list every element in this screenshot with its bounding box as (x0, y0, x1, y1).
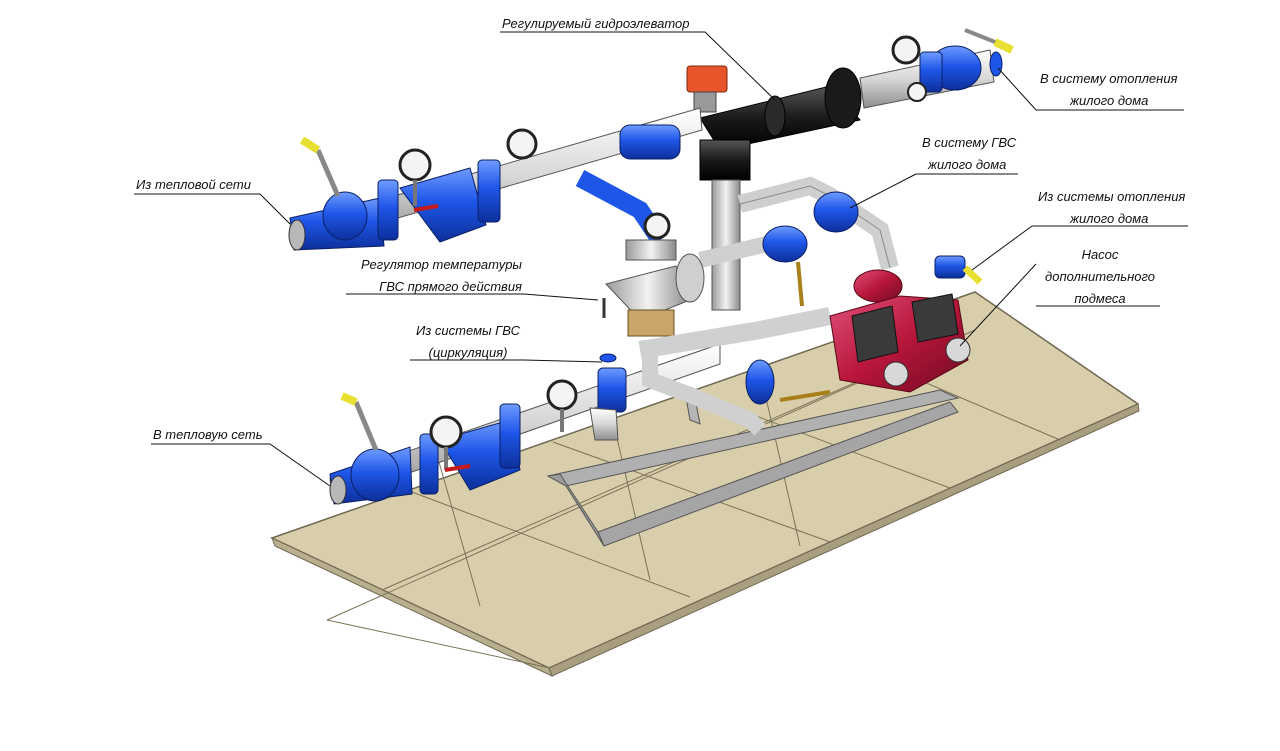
heating-outlet (859, 28, 1014, 109)
mixing-manifold (638, 307, 832, 436)
label-temp-regulator-line2: ГВС прямого действия (379, 279, 522, 294)
supply-line (288, 107, 703, 251)
label-to-dhw-line1: В систему ГВС (922, 135, 1017, 150)
label-to-dhw: В систему ГВС жилого дома (922, 132, 1016, 176)
temperature-regulator (602, 239, 705, 337)
label-pump: Насос дополнительного подмеса (1040, 244, 1160, 310)
label-from-heating: Из системы отопления жилого дома (1038, 186, 1185, 230)
label-to-dhw-line2: жилого дома (928, 157, 1007, 172)
label-to-network: В тепловую сеть (153, 427, 263, 442)
booster-pump (829, 255, 983, 393)
label-from-heating-line1: Из системы отопления (1038, 189, 1186, 204)
label-to-heating-line2: жилого дома (1070, 93, 1149, 108)
label-from-network: Из тепловой сети (136, 177, 251, 192)
label-from-dhw-line1: Из системы ГВС (415, 323, 521, 338)
label-elevator: Регулируемый гидроэлеватор (502, 16, 690, 31)
label-from-heating-line2: жилого дома (1070, 211, 1149, 226)
callout-lines (134, 31, 1188, 487)
label-from-dhw-line2: (циркуляция) (428, 345, 508, 360)
dhw-pipes (575, 170, 899, 307)
label-from-dhw: Из системы ГВС (циркуляция) (410, 320, 526, 364)
label-pump-line1: Насос (1081, 247, 1119, 262)
return-line (329, 343, 721, 505)
label-pump-line3: подмеса (1074, 291, 1126, 306)
label-temp-regulator-line1: Регулятор температуры (360, 257, 522, 272)
label-to-heating-line1: В систему отопления (1040, 71, 1178, 86)
label-temp-regulator: Регулятор температуры ГВС прямого действ… (350, 254, 522, 298)
hydro-elevator (686, 65, 862, 311)
label-pump-line2: дополнительного (1045, 269, 1155, 284)
label-to-heating: В систему отопления жилого дома (1040, 68, 1178, 112)
pump-base-frame (546, 389, 960, 547)
